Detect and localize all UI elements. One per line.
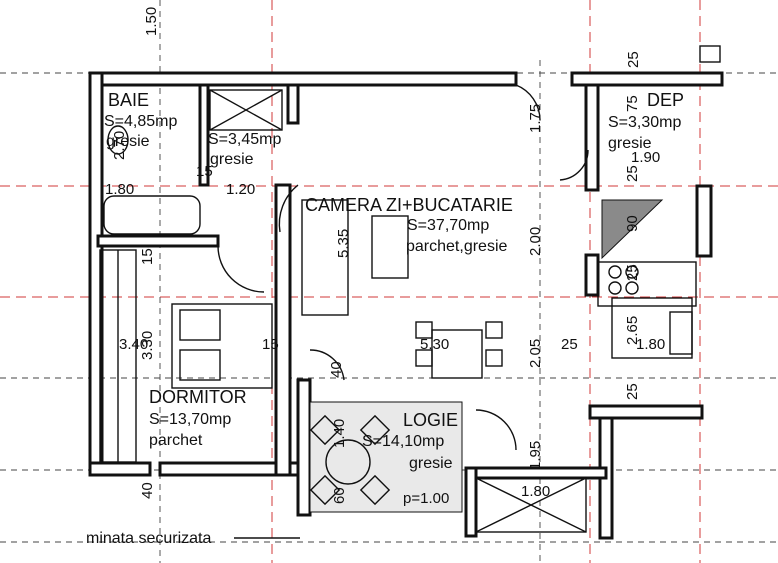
- dim-label: 25: [561, 336, 578, 353]
- logie-area: S=14,10mp: [362, 433, 444, 450]
- dim-label: 1.80: [636, 336, 665, 353]
- shower-box: [209, 89, 283, 131]
- dim-label: 25: [624, 165, 641, 182]
- glazing-note-text: minata securizata: [86, 530, 211, 547]
- baie-name: BAIE: [108, 90, 149, 110]
- dim-label: 25: [624, 264, 641, 281]
- baie-area: S=4,85mp: [104, 113, 177, 130]
- walls: [88, 71, 724, 540]
- dim-label: 1.20: [226, 181, 255, 198]
- terrace-table: [325, 439, 371, 485]
- dep-name: DEP: [647, 90, 684, 110]
- dim-label: 1.40: [331, 419, 348, 448]
- dim-label: 5.30: [420, 336, 449, 353]
- camera-area: S=37,70mp: [407, 217, 489, 234]
- dim-label: 1.90: [631, 149, 660, 166]
- balcony-box: [475, 477, 587, 533]
- dormitor-finish: parchet: [149, 432, 203, 449]
- dep-area: S=3,30mp: [608, 114, 681, 131]
- dormitor-name: DORMITOR: [149, 387, 247, 407]
- logie-name: LOGIE: [403, 410, 458, 430]
- dim-label: 2.00: [527, 227, 544, 256]
- fridge: [669, 311, 693, 355]
- room-labels: BAIE S=4,85mp gresie S=3,45mp gresie DEP…: [104, 90, 684, 472]
- dim-label: 1.75: [527, 104, 544, 133]
- baie-finish: gresie: [106, 133, 150, 150]
- dim-label: 3.30: [139, 331, 156, 360]
- dim-label: 1.50: [143, 7, 160, 36]
- bathtub: [103, 195, 201, 235]
- dim-label: 1.80: [105, 181, 134, 198]
- stair-wedge: [601, 199, 664, 260]
- furniture: [99, 89, 697, 533]
- dim-label: 2.65: [624, 316, 641, 345]
- toilet: [107, 125, 129, 155]
- dim-label: 2.05: [527, 339, 544, 368]
- dim-label: 40: [328, 361, 345, 378]
- sofa: [301, 199, 349, 316]
- dim-label: 15: [139, 248, 156, 265]
- dim-label: 75: [624, 95, 641, 112]
- glazing-note: minata securizata: [86, 530, 300, 547]
- dim-label: 15: [262, 336, 279, 353]
- corner-marker: [699, 45, 721, 63]
- camera-name: CAMERA ZI+BUCATARIE: [305, 195, 513, 215]
- dim-label: p=1.00: [403, 490, 449, 507]
- dim-label: 25: [624, 383, 641, 400]
- dim-label: 60: [331, 487, 348, 504]
- bed: [171, 303, 273, 389]
- hall-finish: gresie: [210, 151, 254, 168]
- dimension-labels: 1.50 25 1.75 75 2.70 15 1.80 1.20 1.90 2…: [105, 7, 665, 507]
- camera-finish: parchet,gresie: [406, 238, 507, 255]
- doors: [217, 84, 589, 451]
- dim-label: 1.80: [521, 483, 550, 500]
- coffee-table: [371, 215, 409, 279]
- dim-label: 1.95: [527, 441, 544, 470]
- dim-label: 90: [624, 215, 641, 232]
- dim-label: 2.70: [111, 131, 128, 160]
- logie-finish: gresie: [409, 455, 453, 472]
- dim-label: 25: [625, 51, 642, 68]
- dep-finish: gresie: [608, 135, 652, 152]
- hall-area: S=3,45mp: [208, 131, 281, 148]
- dim-label: 15: [196, 163, 213, 180]
- dim-label: 3.40: [119, 336, 148, 353]
- kitchen-counter: [597, 261, 697, 307]
- dim-label: 40: [139, 482, 156, 499]
- stove-burner: [608, 265, 622, 279]
- dormitor-area: S=13,70mp: [149, 411, 231, 428]
- dim-label: 5.35: [335, 229, 352, 258]
